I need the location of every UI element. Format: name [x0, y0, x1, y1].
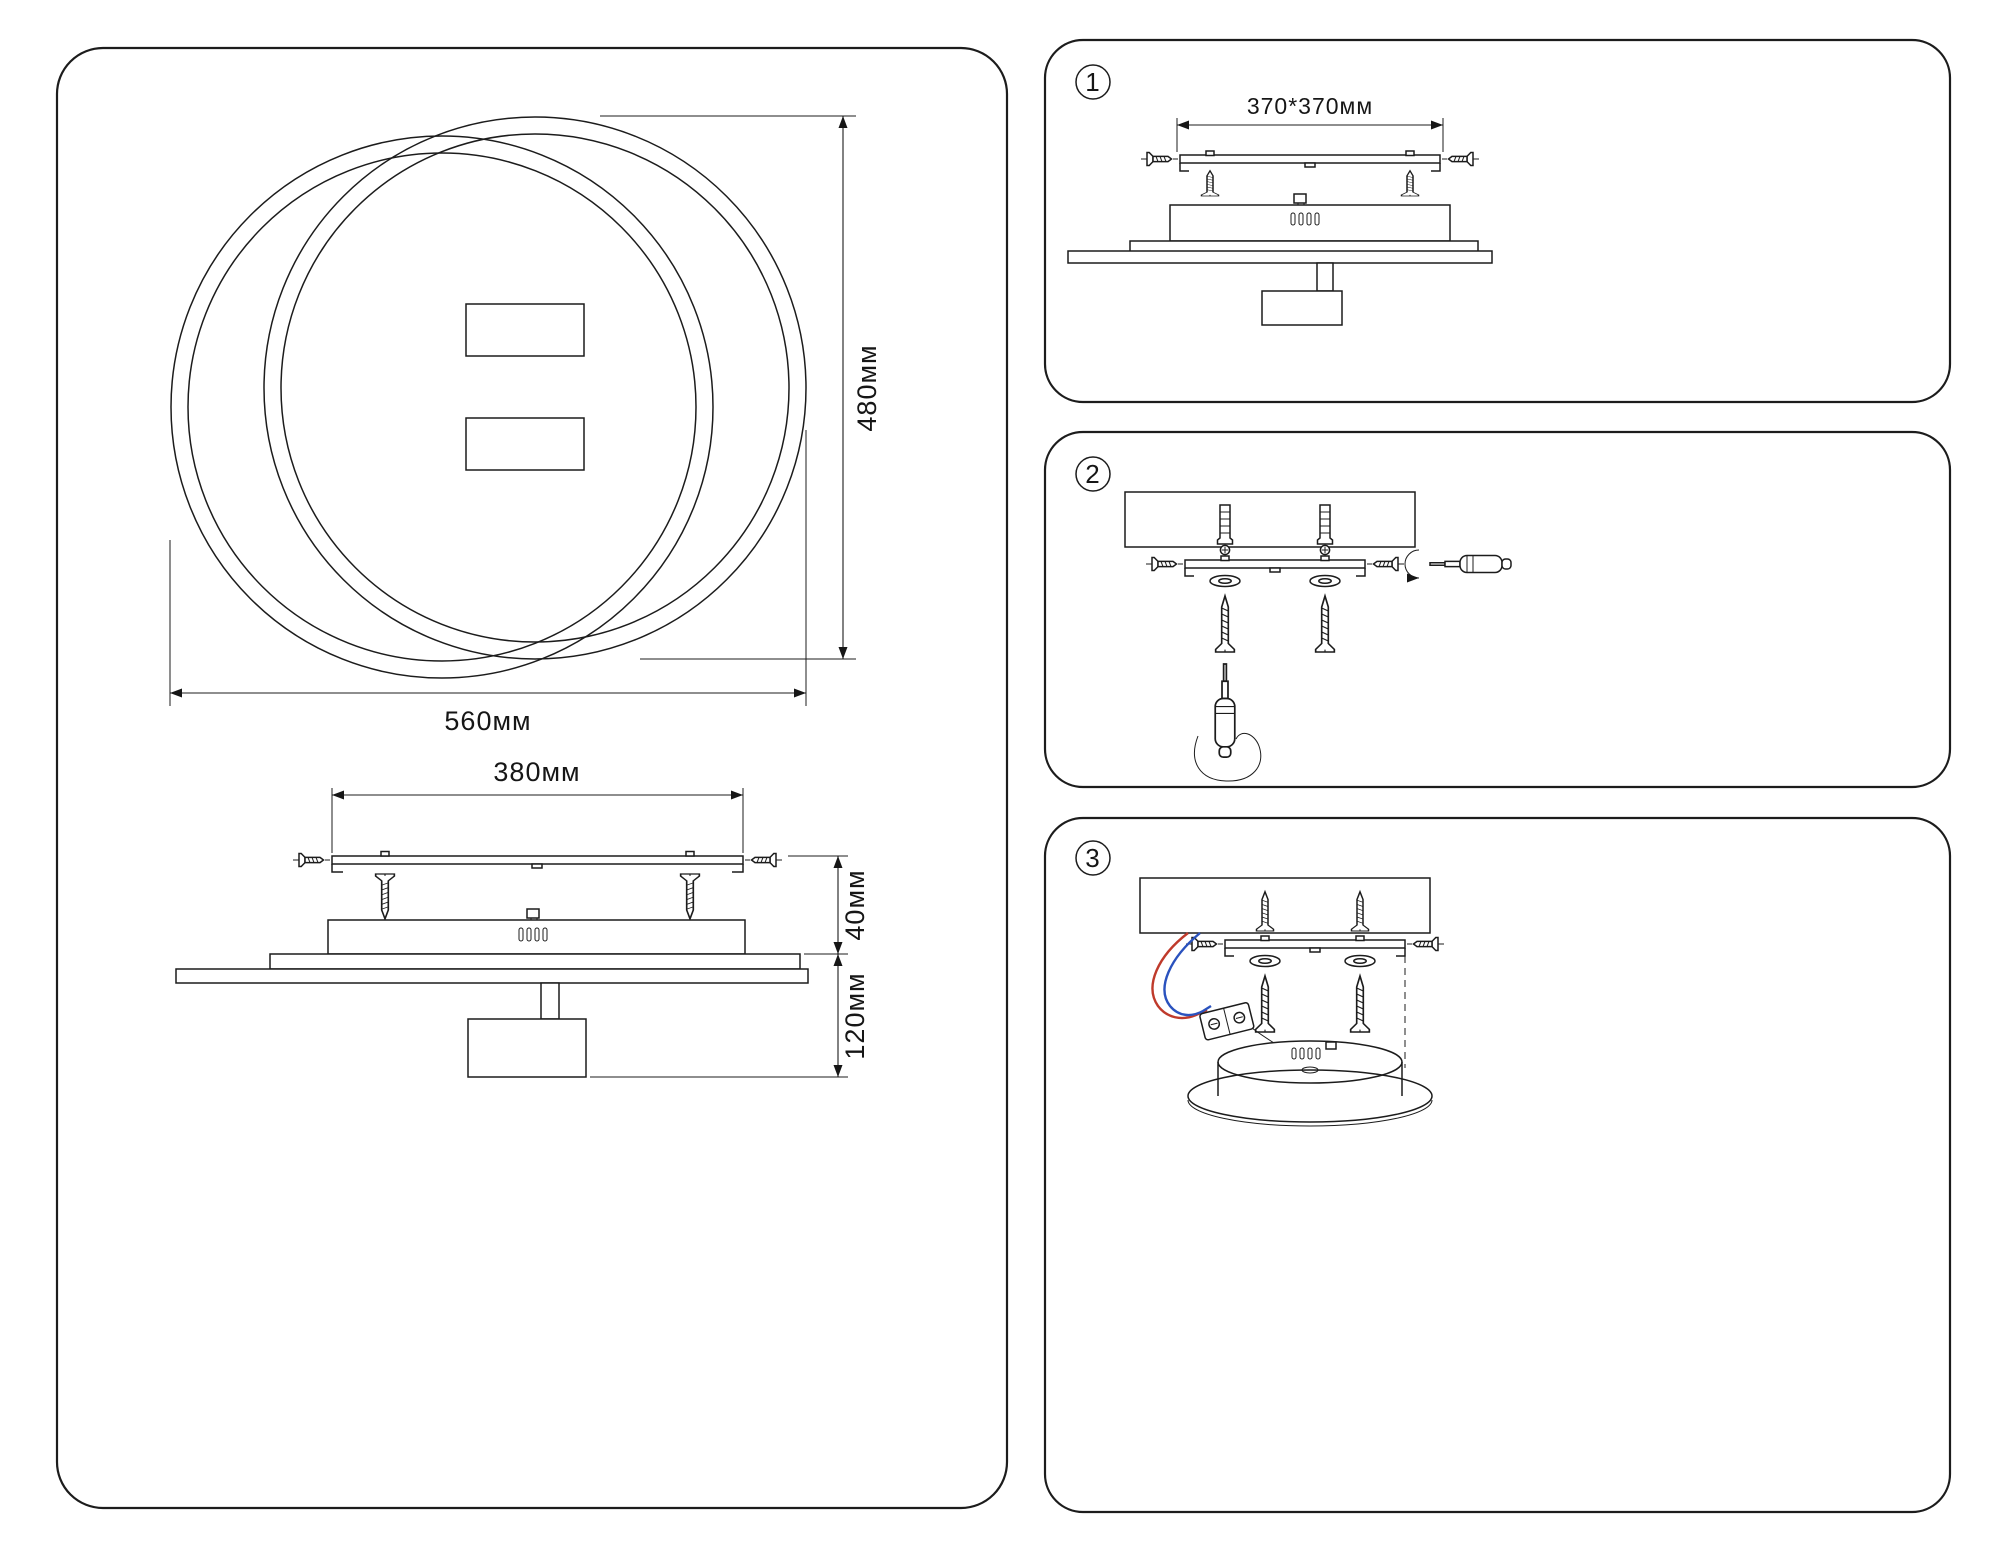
fixture-base-plate: [1067, 250, 1493, 264]
step-3-panel: 3: [1043, 816, 1952, 1514]
step-2-border: [1043, 430, 1952, 789]
bracket-size-label: 370*370мм: [1247, 93, 1373, 119]
stem: [1316, 262, 1334, 292]
fixture-side-view: [1067, 193, 1493, 326]
keyhole-slot-icon: [1309, 574, 1341, 588]
stem: [540, 982, 560, 1020]
mounting-bracket: [1224, 935, 1406, 957]
cable-hole: [1301, 1066, 1319, 1074]
upper-height-dimension-label: 40мм: [840, 869, 870, 940]
step-1-number-badge: 1: [1075, 64, 1111, 100]
terminal-block-icon: [1199, 1002, 1255, 1041]
side-view: [175, 850, 809, 1078]
hand-outline: [1194, 732, 1262, 782]
label-plate-bottom: [465, 417, 585, 471]
ceiling-surface: [1124, 491, 1416, 548]
right-ring-outer: [263, 116, 807, 660]
left-ring-inner: [187, 152, 697, 662]
height-dimension-label: 480мм: [852, 344, 882, 431]
main-panel-border: [55, 46, 1009, 1510]
canopy: [467, 1018, 587, 1078]
fixture-plate: [269, 953, 801, 970]
mounting-bracket: [331, 850, 744, 873]
top-view-dimensions: 480мм 560мм: [169, 115, 882, 736]
side-view-dimensions: 380мм 40мм 120мм: [331, 757, 870, 1078]
lower-height-dimension-label: 120мм: [840, 972, 870, 1059]
step-2-number: 2: [1085, 459, 1100, 489]
bracket-width-dimension-label: 380мм: [493, 757, 580, 787]
driver-box: [327, 908, 746, 955]
driver-box: [1169, 204, 1451, 242]
step-2-panel: 2: [1043, 430, 1952, 789]
main-drawing-panel: 480мм 560мм: [55, 46, 1009, 1510]
mounting-bracket: [1184, 555, 1366, 577]
step-1-panel: 1 370*370мм: [1043, 38, 1952, 404]
width-dimension-label: 560мм: [444, 706, 531, 736]
keyhole-slot-icon: [1209, 574, 1241, 588]
lamp-base: [1187, 1040, 1433, 1127]
ceiling-surface: [1139, 877, 1431, 934]
connector-icon: [526, 908, 540, 919]
step-3-border: [1043, 816, 1952, 1514]
keyhole-slot-icon: [1344, 954, 1376, 968]
right-ring-inner: [280, 133, 790, 643]
wire-red: [1151, 932, 1208, 1020]
top-view-rings: [170, 116, 807, 679]
canopy: [1261, 290, 1343, 326]
connector-icon: [1325, 1041, 1337, 1050]
step-2-number-badge: 2: [1075, 456, 1111, 492]
step-3-number: 3: [1085, 843, 1100, 873]
wire-blue: [1163, 932, 1212, 1017]
fixture-base-plate: [175, 968, 809, 984]
left-ring-outer: [170, 135, 714, 679]
rotation-arrow-icon: [1404, 549, 1420, 583]
label-plate-top: [465, 303, 585, 357]
step-1-dimension: 370*370мм: [1176, 93, 1444, 152]
connector-icon: [1293, 193, 1307, 204]
step-1-number: 1: [1085, 67, 1100, 97]
keyhole-slot-icon: [1249, 954, 1281, 968]
step-3-number-badge: 3: [1075, 840, 1111, 876]
mounting-bracket: [1179, 150, 1441, 172]
